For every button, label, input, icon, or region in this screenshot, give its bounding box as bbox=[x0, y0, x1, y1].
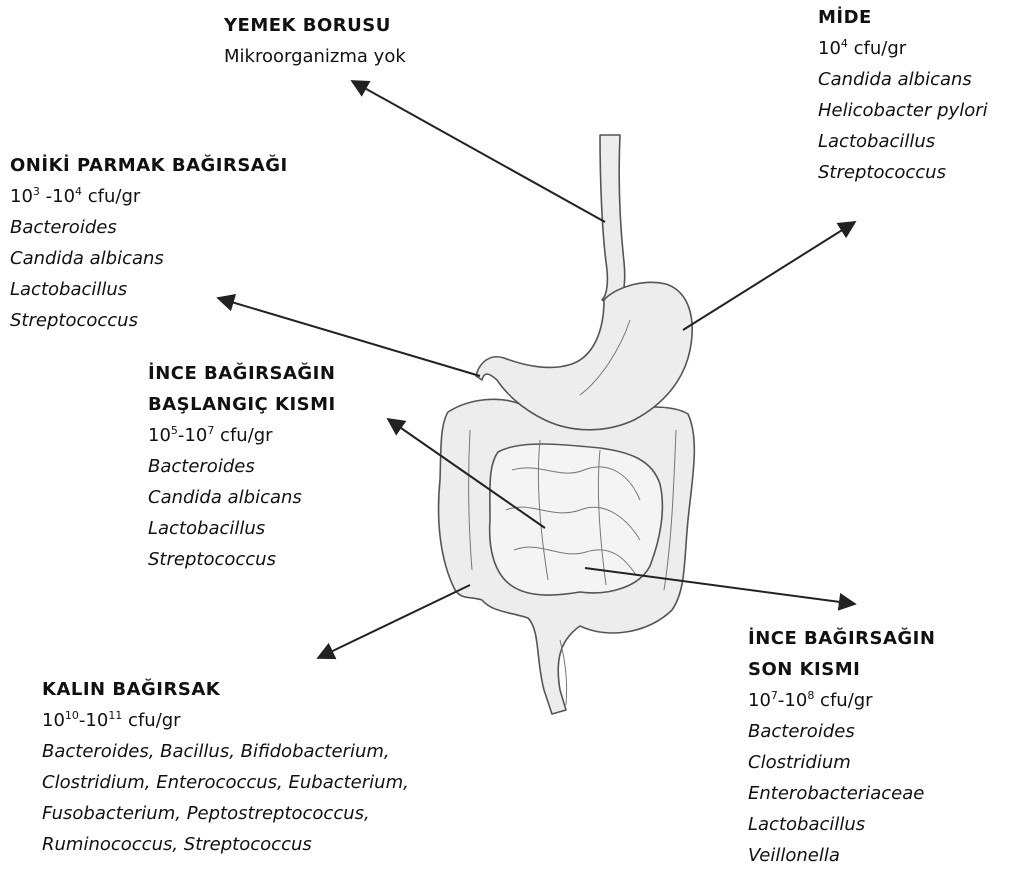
stomach-count: 104 cfu/gr bbox=[818, 33, 988, 64]
arrow-esophagus bbox=[352, 81, 605, 222]
duodenum-count: 103 -104 cfu/gr bbox=[10, 181, 288, 212]
stomach-species-1: Candida albicans bbox=[818, 64, 988, 95]
label-duodenum: ONİKİ PARMAK BAĞIRSAĞI 103 -104 cfu/gr B… bbox=[10, 150, 288, 336]
small-intestine-end-species-2: Clostridium bbox=[748, 747, 935, 778]
small-intestine-shape bbox=[490, 444, 663, 595]
small-intestine-start-title-2: BAŞLANGIÇ KISMI bbox=[148, 389, 336, 420]
small-intestine-start-species-3: Lactobacillus bbox=[148, 513, 336, 544]
small-intestine-start-title-1: İNCE BAĞIRSAĞIN bbox=[148, 358, 336, 389]
large-intestine-species-line-1: Bacteroides, Bacillus, Bifidobacterium, bbox=[42, 736, 409, 767]
small-intestine-end-count: 107-108 cfu/gr bbox=[748, 685, 935, 716]
small-intestine-end-species-3: Enterobacteriaceae bbox=[748, 778, 935, 809]
large-intestine-species-line-3: Fusobacterium, Peptostreptococcus, bbox=[42, 798, 409, 829]
stomach-species-4: Streptococcus bbox=[818, 157, 988, 188]
small-intestine-end-title-2: SON KISMI bbox=[748, 654, 935, 685]
large-intestine-species-line-4: Ruminococcus, Streptococcus bbox=[42, 829, 409, 860]
esophagus-note: Mikroorganizma yok bbox=[224, 41, 406, 72]
label-small-intestine-end: İNCE BAĞIRSAĞIN SON KISMI 107-108 cfu/gr… bbox=[748, 623, 935, 871]
small-intestine-end-species-5: Veillonella bbox=[748, 840, 935, 871]
label-large-intestine: KALIN BAĞIRSAK 1010-1011 cfu/gr Bacteroi… bbox=[42, 674, 409, 860]
small-intestine-end-species-1: Bacteroides bbox=[748, 716, 935, 747]
label-stomach: MİDE 104 cfu/gr Candida albicans Helicob… bbox=[818, 2, 988, 188]
small-intestine-start-species-1: Bacteroides bbox=[148, 451, 336, 482]
large-intestine-species-line-2: Clostridium, Enterococcus, Eubacterium, bbox=[42, 767, 409, 798]
duodenum-title: ONİKİ PARMAK BAĞIRSAĞI bbox=[10, 150, 288, 181]
esophagus-title: YEMEK BORUSU bbox=[224, 10, 406, 41]
large-intestine-count: 1010-1011 cfu/gr bbox=[42, 705, 409, 736]
duodenum-species-3: Lactobacillus bbox=[10, 274, 288, 305]
stomach-species-2: Helicobacter pylori bbox=[818, 95, 988, 126]
duodenum-species-2: Candida albicans bbox=[10, 243, 288, 274]
label-small-intestine-start: İNCE BAĞIRSAĞIN BAŞLANGIÇ KISMI 105-107 … bbox=[148, 358, 336, 575]
organs bbox=[439, 135, 695, 714]
duodenum-species-4: Streptococcus bbox=[10, 305, 288, 336]
small-intestine-start-species-2: Candida albicans bbox=[148, 482, 336, 513]
small-intestine-end-species-4: Lactobacillus bbox=[748, 809, 935, 840]
small-intestine-start-count: 105-107 cfu/gr bbox=[148, 420, 336, 451]
stomach-title: MİDE bbox=[818, 2, 988, 33]
arrow-stomach bbox=[683, 222, 855, 330]
stomach-species-3: Lactobacillus bbox=[818, 126, 988, 157]
small-intestine-start-species-4: Streptococcus bbox=[148, 544, 336, 575]
small-intestine-end-title-1: İNCE BAĞIRSAĞIN bbox=[748, 623, 935, 654]
arrow-large-intestine bbox=[318, 585, 470, 658]
duodenum-species-1: Bacteroides bbox=[10, 212, 288, 243]
large-intestine-title: KALIN BAĞIRSAK bbox=[42, 674, 409, 705]
label-esophagus: YEMEK BORUSU Mikroorganizma yok bbox=[224, 10, 406, 72]
